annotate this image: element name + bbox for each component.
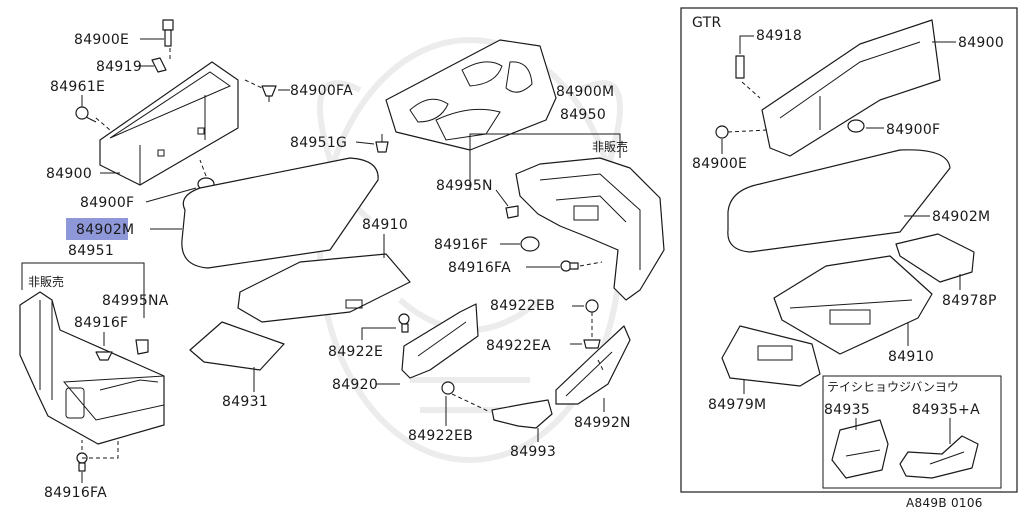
label-84916F-mid: 84916F [434,237,488,253]
part-84922EB-clip-bottom[interactable] [441,381,455,395]
gtr-frame [680,7,1018,493]
label-not-for-sale-left: 非販売 [28,274,64,289]
part-84951G-clip[interactable] [375,134,389,153]
label-84922EB-top: 84922EB [490,298,555,314]
part-84916F-plug-left[interactable] [95,351,113,361]
label-84916FA-mid: 84916FA [448,260,511,276]
assembly-lines-gtr [727,81,769,133]
label-84992N: 84992N [574,415,631,431]
part-84919-bracket[interactable] [151,57,167,73]
part-84916F-plug-mid[interactable] [520,236,540,252]
label-84935A: 84935+A [912,402,980,418]
part-84961E-screw[interactable] [75,106,97,123]
leader-84900F-left [145,187,197,203]
label-84900-gtr: 84900 [958,35,1004,51]
label-84916FA-left: 84916FA [44,485,107,501]
leader-84922E [361,327,396,340]
part-84900FA-clip[interactable] [261,85,277,102]
label-84900E-gtr: 84900E [692,156,747,172]
label-84902M-gtr: 84902M [932,209,990,225]
label-84900F-gtr: 84900F [886,122,940,138]
label-84950: 84950 [560,107,606,123]
part-84993-bracket[interactable] [491,399,553,429]
assembly-lines-84992N [591,312,605,373]
part-84918-bracket[interactable] [735,55,745,79]
part-84902M-mat[interactable] [181,157,379,269]
label-84979M: 84979M [708,397,766,413]
part-84900E-clip[interactable] [162,19,174,47]
label-84900E: 84900E [74,32,129,48]
label-84922EB-bottom: 84922EB [408,428,473,444]
part-84950-side-panel[interactable] [515,157,665,301]
part-84931-pad[interactable] [189,321,285,371]
part-84951-side-panel[interactable] [19,291,165,445]
label-84918: 84918 [756,28,802,44]
label-84900M: 84900M [556,84,614,100]
part-84995NA-clip[interactable] [135,339,149,355]
leader-84995N [495,189,509,207]
part-84920-trim[interactable] [401,303,479,379]
gtr-title: GTR [692,15,722,31]
leader-84951-bracket [21,262,145,318]
sub-title: テイシヒョウジバンヨウ [827,380,959,394]
label-not-for-sale-mid: 非販売 [592,139,628,154]
part-84910-gtr-board[interactable] [773,255,933,355]
part-84900E-clip-gtr[interactable] [715,125,729,139]
label-84900F-left: 84900F [80,195,134,211]
part-84935-board[interactable] [831,419,889,479]
leader-84951G [355,141,375,145]
sub-frame [822,375,1002,489]
part-84916FA-clip-mid[interactable] [560,260,579,272]
label-84978P: 84978P [942,293,997,309]
part-84935A-board[interactable] [899,435,979,479]
part-84922EA-plug[interactable] [583,339,601,349]
label-84920: 84920 [332,377,378,393]
label-84922E: 84922E [328,344,383,360]
part-84900-gtr-box[interactable] [761,19,941,157]
part-84900M-cover[interactable] [385,39,557,151]
label-84951: 84951 [68,243,114,259]
leader-84918 [739,35,754,54]
label-84995N: 84995N [436,178,493,194]
assembly-lines-bottom-left [81,440,119,459]
label-84910-mid: 84910 [362,217,408,233]
assembly-line-84916FA-mid [579,261,603,267]
label-84931: 84931 [222,394,268,410]
part-84900F-plug-gtr[interactable] [847,119,865,133]
part-84978P-pad[interactable] [895,233,975,283]
label-84910-gtr: 84910 [888,349,934,365]
assembly-line-84993 [451,393,491,413]
diagram-code: A849B 0106 [906,496,983,510]
label-84922EA: 84922EA [486,338,551,354]
part-84992N-trim[interactable] [555,325,631,405]
label-84961E: 84961E [50,79,105,95]
part-84922E-clip[interactable] [398,313,410,333]
label-84919: 84919 [96,59,142,75]
part-84902M-gtr-mat[interactable] [727,149,951,253]
label-84900-left: 84900 [46,166,92,182]
highlight-box-84902M [66,218,128,240]
label-84916F-left: 84916F [74,315,128,331]
part-84916FA-clip-left[interactable] [76,452,88,472]
label-84951G: 84951G [290,135,347,151]
label-84995NA: 84995NA [102,293,169,309]
leader-84950-bracket [469,133,621,190]
label-84900FA-top: 84900FA [290,83,353,99]
part-84922EB-clip-top[interactable] [585,299,599,313]
label-84902M-highlight[interactable]: 84902M [76,222,134,238]
part-84900-box[interactable] [99,61,239,186]
assembly-lines-top-left [95,48,263,177]
part-84910-board[interactable] [237,253,411,323]
part-84995N-clip[interactable] [505,205,519,219]
label-84993: 84993 [510,444,556,460]
part-84979M-pad[interactable] [721,325,821,387]
label-84935: 84935 [824,402,870,418]
